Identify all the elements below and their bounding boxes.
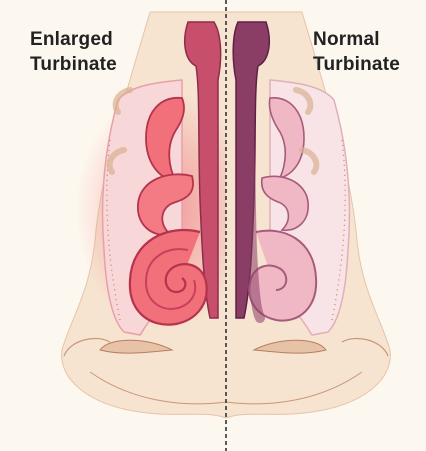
label-enlarged-line1: Enlarged	[30, 27, 117, 52]
label-normal-line2: Turbinate	[313, 52, 400, 77]
label-enlarged-line2: Turbinate	[30, 52, 117, 77]
label-normal-turbinate: Normal Turbinate	[313, 27, 400, 77]
label-enlarged-turbinate: Enlarged Turbinate	[30, 27, 117, 77]
label-normal-line1: Normal	[313, 27, 400, 52]
